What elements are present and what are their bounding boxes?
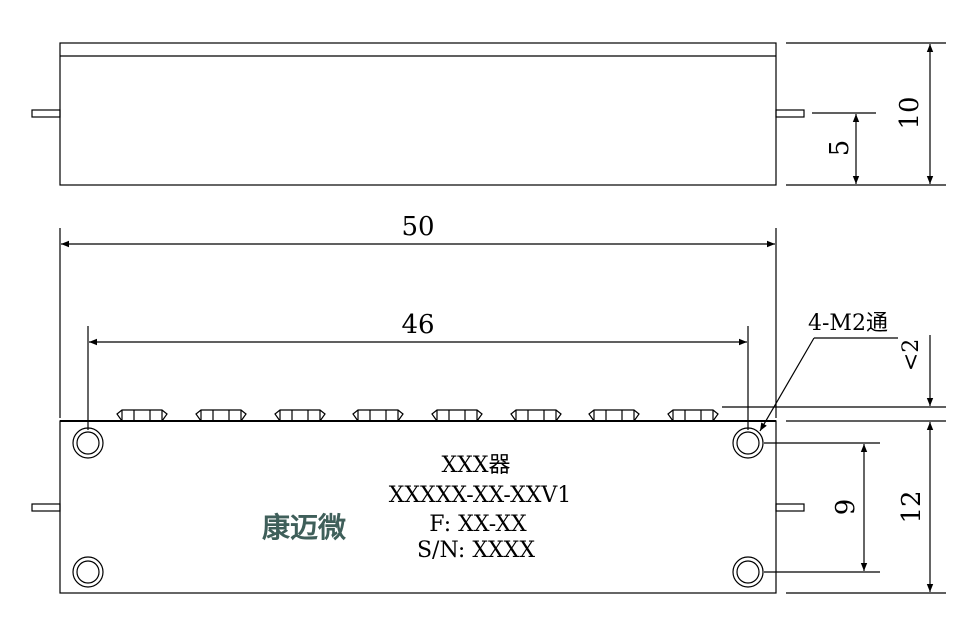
nameplate-line-1: XXX器 bbox=[442, 453, 511, 478]
hole-callout-label: 4-M2通 bbox=[808, 311, 888, 336]
top-view-left-pin bbox=[31, 503, 61, 512]
connector-nut bbox=[352, 409, 404, 422]
brand-logo-text: 康迈微 bbox=[262, 511, 346, 544]
side-view-right-pin bbox=[775, 109, 805, 118]
hole-spacing-dimension-label: 46 bbox=[401, 310, 434, 340]
side-view-body bbox=[59, 42, 777, 186]
nameplate-line-3: F: XX-XX bbox=[429, 512, 527, 537]
pin-height-dimension-label: 5 bbox=[825, 140, 855, 157]
side-view-left-pin bbox=[31, 109, 61, 118]
nameplate: XXX器 XXXXX-XX-XXV1 F: XX-XX S/N: XXXX bbox=[389, 453, 572, 563]
hole-vertical-dimension-label: 9 bbox=[831, 499, 861, 516]
nameplate-line-2: XXXXX-XX-XXV1 bbox=[389, 483, 572, 508]
side-view bbox=[31, 42, 946, 186]
connector-height-dimension-label: <2 bbox=[899, 339, 924, 371]
height-dimension-label: 10 bbox=[895, 96, 925, 129]
mounting-hole bbox=[732, 556, 764, 588]
mounting-hole bbox=[72, 427, 104, 459]
connector-nut bbox=[274, 409, 326, 422]
connector-nut bbox=[116, 409, 168, 422]
connector-nut bbox=[431, 409, 483, 422]
top-view bbox=[31, 228, 946, 594]
length-dimension-label: 50 bbox=[401, 212, 434, 242]
mounting-hole bbox=[72, 556, 104, 588]
nameplate-line-4: S/N: XXXX bbox=[417, 538, 535, 563]
connector-row bbox=[116, 409, 719, 422]
connector-nut bbox=[195, 409, 247, 422]
width-dimension-label: 12 bbox=[897, 490, 927, 523]
mounting-hole bbox=[732, 427, 764, 459]
connector-nut bbox=[510, 409, 562, 422]
connector-nut bbox=[667, 409, 719, 422]
top-view-right-pin bbox=[775, 503, 805, 512]
connector-nut bbox=[588, 409, 640, 422]
